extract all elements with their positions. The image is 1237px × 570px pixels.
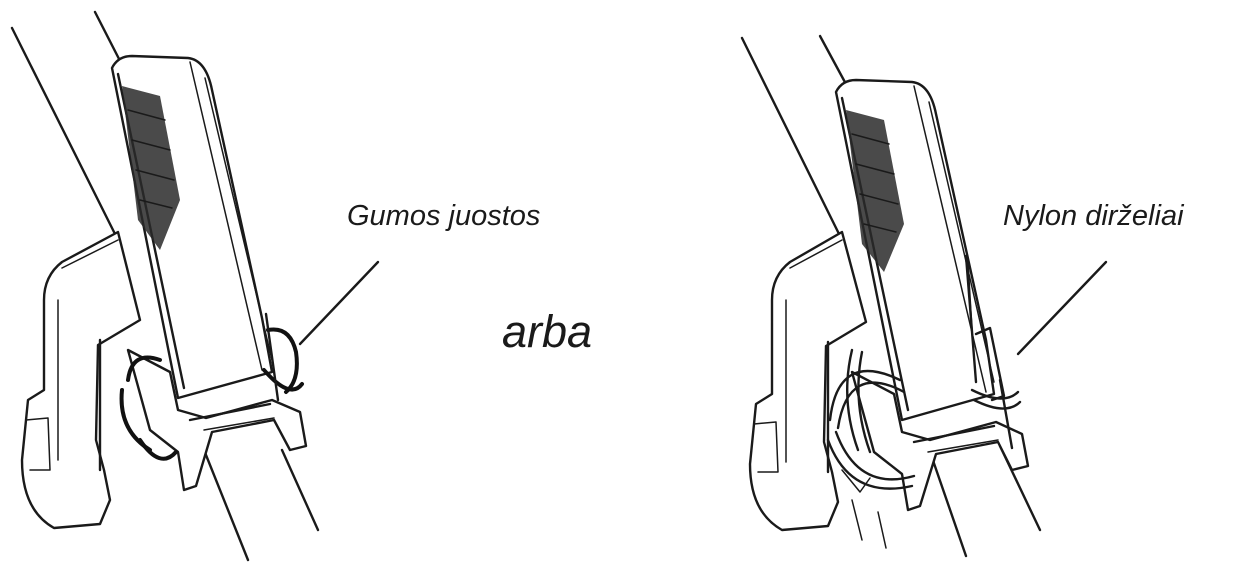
right-mount-base bbox=[850, 370, 1030, 512]
left-device-body bbox=[110, 54, 274, 400]
left-stem-bracket bbox=[20, 230, 142, 530]
left-rubber-band-rear bbox=[262, 312, 304, 402]
right-label-leader bbox=[1016, 260, 1108, 356]
right-nylon-tie-front bbox=[826, 348, 916, 493]
or-label: arba bbox=[502, 306, 593, 357]
right-nylon-tie-rear bbox=[967, 261, 1022, 450]
right-stem-bracket bbox=[748, 230, 868, 532]
left-label-leader bbox=[298, 260, 380, 346]
right-device-body bbox=[834, 78, 996, 422]
left-mount-base bbox=[126, 348, 308, 492]
nylon-ties-label: Nylon dirželiai bbox=[1003, 200, 1184, 232]
left-rubber-band-front bbox=[119, 355, 178, 461]
rubber-bands-label: Gumos juostos bbox=[347, 200, 541, 232]
